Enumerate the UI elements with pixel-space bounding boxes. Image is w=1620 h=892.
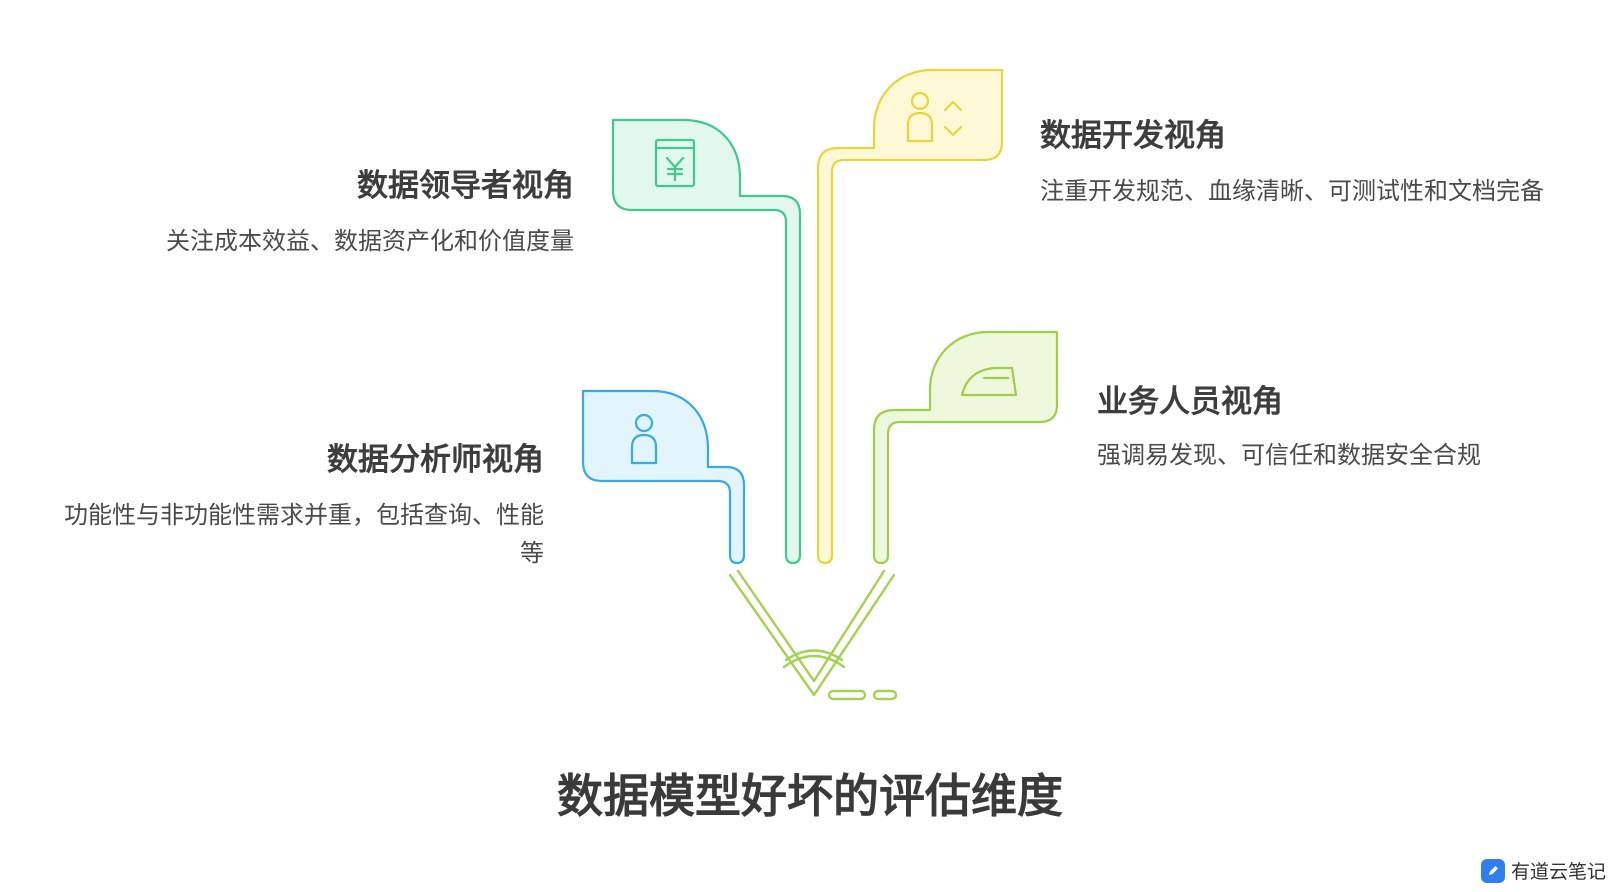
person-icon (630, 413, 658, 465)
leader-description: 关注成本效益、数据资产化和价值度量 (166, 227, 574, 255)
developer-description: 注重开发规范、血缘清晰、可测试性和文档完备 (1040, 177, 1544, 205)
analyst-branch (581, 389, 746, 565)
leader-title: 数据领导者视角 (357, 168, 574, 204)
person-up-down-icon (906, 91, 963, 143)
leader-tab-shape (611, 118, 802, 565)
developer-branch (816, 68, 1004, 565)
developer-title: 数据开发视角 (1040, 118, 1226, 154)
yen-envelope-icon (654, 138, 696, 188)
business-title: 业务人员视角 (1097, 384, 1283, 420)
analyst-tab-shape (581, 389, 746, 565)
analyst-title: 数据分析师视角 (327, 442, 544, 478)
watermark-label: 有道云笔记 (1510, 861, 1606, 883)
watermark: 有道云笔记 (1480, 857, 1606, 884)
business-tab-shape (872, 330, 1059, 565)
business-branch (872, 330, 1059, 565)
pen-nib-icon (728, 569, 898, 701)
business-description: 强调易发现、可信任和数据安全合规 (1097, 441, 1481, 469)
diagram-title: 数据模型好坏的评估维度 (557, 769, 1063, 823)
developer-tab-shape (816, 68, 1004, 565)
youdao-note-logo-icon (1480, 858, 1505, 883)
iron-icon (960, 366, 1018, 397)
analyst-description: 功能性与非功能性需求并重，包括查询、性能等 (64, 501, 544, 567)
leader-branch (611, 118, 802, 565)
